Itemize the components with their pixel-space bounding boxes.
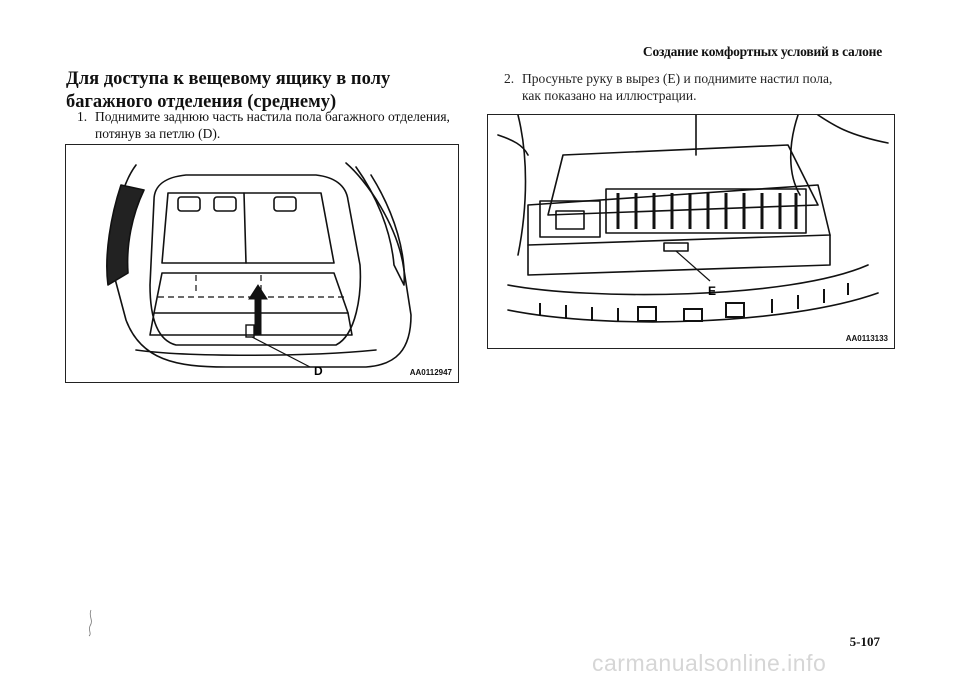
step-2: 2. Просуньте руку в вырез (E) и поднимите… [504,70,884,104]
page-number: 5-107 [849,634,880,649]
step-1-number: 1. [77,109,88,124]
step-1-line-2: потянув за петлю (D). [95,126,221,141]
cargo-area-drawing: D [106,162,412,378]
cargo-floor-illustration: D AA0112947 [65,144,459,383]
callout-d: D [314,364,323,378]
section-header: Создание комфортных условий в салоне [642,44,882,59]
step-2-line-1: Просуньте руку в вырез (E) и поднимите н… [522,71,833,86]
margin-mark [88,609,92,637]
step-2-line-2: как показано на иллюстрации. [522,88,697,103]
floor-lift-drawing: E [497,115,889,323]
figure-code: AA0113133 [845,334,888,343]
section-heading: Для доступа к вещевому ящику в полу бага… [66,69,391,112]
lift-floor-illustration: E AA0113133 [487,114,895,349]
watermark: carmanualsonline.info [592,650,827,676]
callout-e: E [708,284,716,298]
step-1-line-1: Поднимите заднюю часть настила пола бага… [95,109,450,124]
step-2-number: 2. [504,71,515,86]
figure-code: AA0112947 [409,368,452,377]
step-1: 1. Поднимите заднюю часть настила пола ба… [77,108,457,142]
